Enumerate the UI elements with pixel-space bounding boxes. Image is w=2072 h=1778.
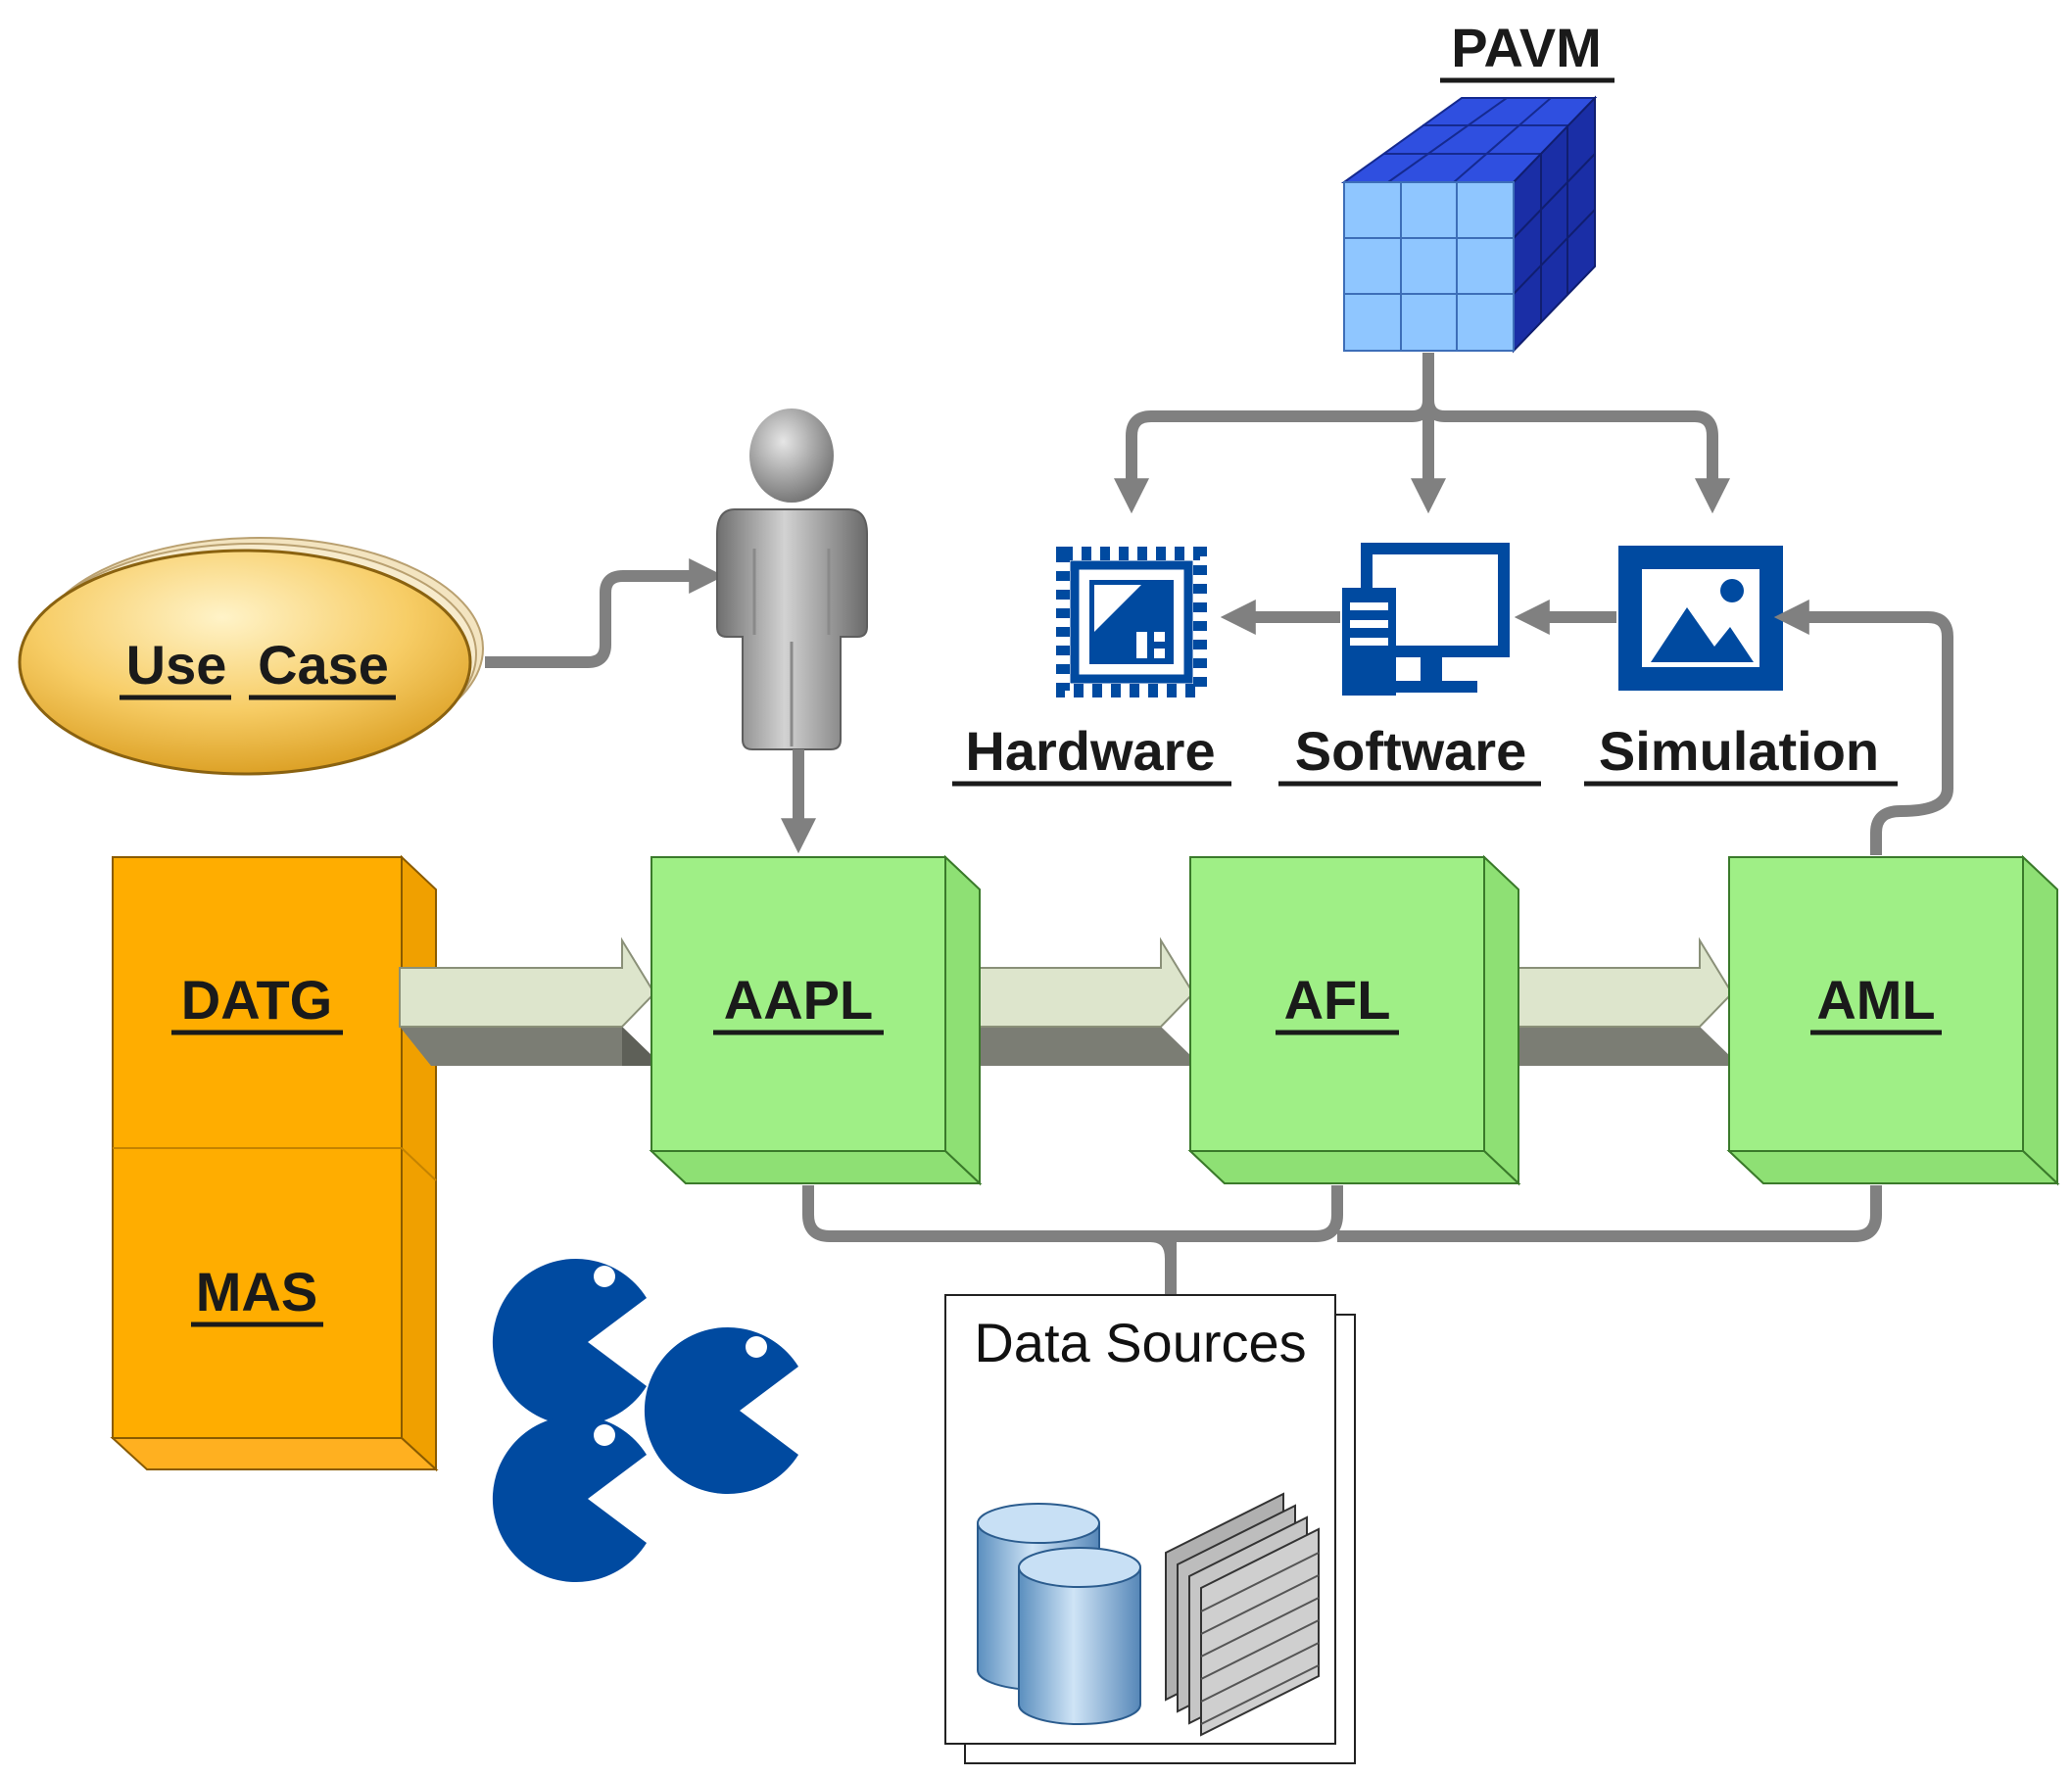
database-cylinder-icon: [977, 1503, 1141, 1725]
pacman-agent-icon: [492, 1259, 798, 1582]
usecase-to-person-connector: [485, 558, 725, 668]
chip-icon: [1056, 547, 1207, 697]
datg-mas-block: DATG MAS: [110, 854, 439, 1472]
use-case-label-2: Case: [258, 634, 389, 696]
afl-label: AFL: [1284, 969, 1391, 1031]
afl-block: AFL: [1187, 854, 1521, 1186]
data-sources-label: Data Sources: [974, 1312, 1306, 1373]
hardware-label: Hardware: [965, 720, 1215, 782]
block-arrow-datg-aapl: [399, 937, 656, 1066]
software-node: Software: [1278, 543, 1541, 787]
data-sources-node: Data Sources: [944, 1294, 1356, 1764]
hardware-node: Hardware: [952, 547, 1231, 787]
pavm-connectors: [1114, 353, 1730, 514]
use-case-node: Use Case: [18, 537, 484, 776]
datg-label: DATG: [181, 969, 333, 1031]
block-arrow-afl-aml: [1478, 937, 1734, 1066]
software-label: Software: [1295, 720, 1527, 782]
simulation-node: Simulation: [1584, 546, 1898, 787]
aapl-block: AAPL: [649, 854, 983, 1186]
document-stack-icon: [1165, 1492, 1320, 1737]
pavm-cube-icon: [1340, 95, 1598, 354]
aml-block: AML: [1726, 854, 2060, 1186]
simulation-label: Simulation: [1599, 720, 1879, 782]
image-icon: [1618, 546, 1783, 691]
data-sources-bus: [802, 1185, 1882, 1298]
use-case-label-1: Use: [126, 634, 227, 696]
user-figure-icon: [716, 408, 868, 750]
aapl-label: AAPL: [724, 969, 873, 1031]
mas-label: MAS: [196, 1261, 317, 1322]
pavm-group: PAVM: [1340, 17, 1614, 354]
computer-icon: [1342, 543, 1510, 696]
aml-to-simulation-connector: [1773, 600, 1953, 855]
aml-label: AML: [1816, 969, 1935, 1031]
pavm-label: PAVM: [1451, 17, 1601, 78]
